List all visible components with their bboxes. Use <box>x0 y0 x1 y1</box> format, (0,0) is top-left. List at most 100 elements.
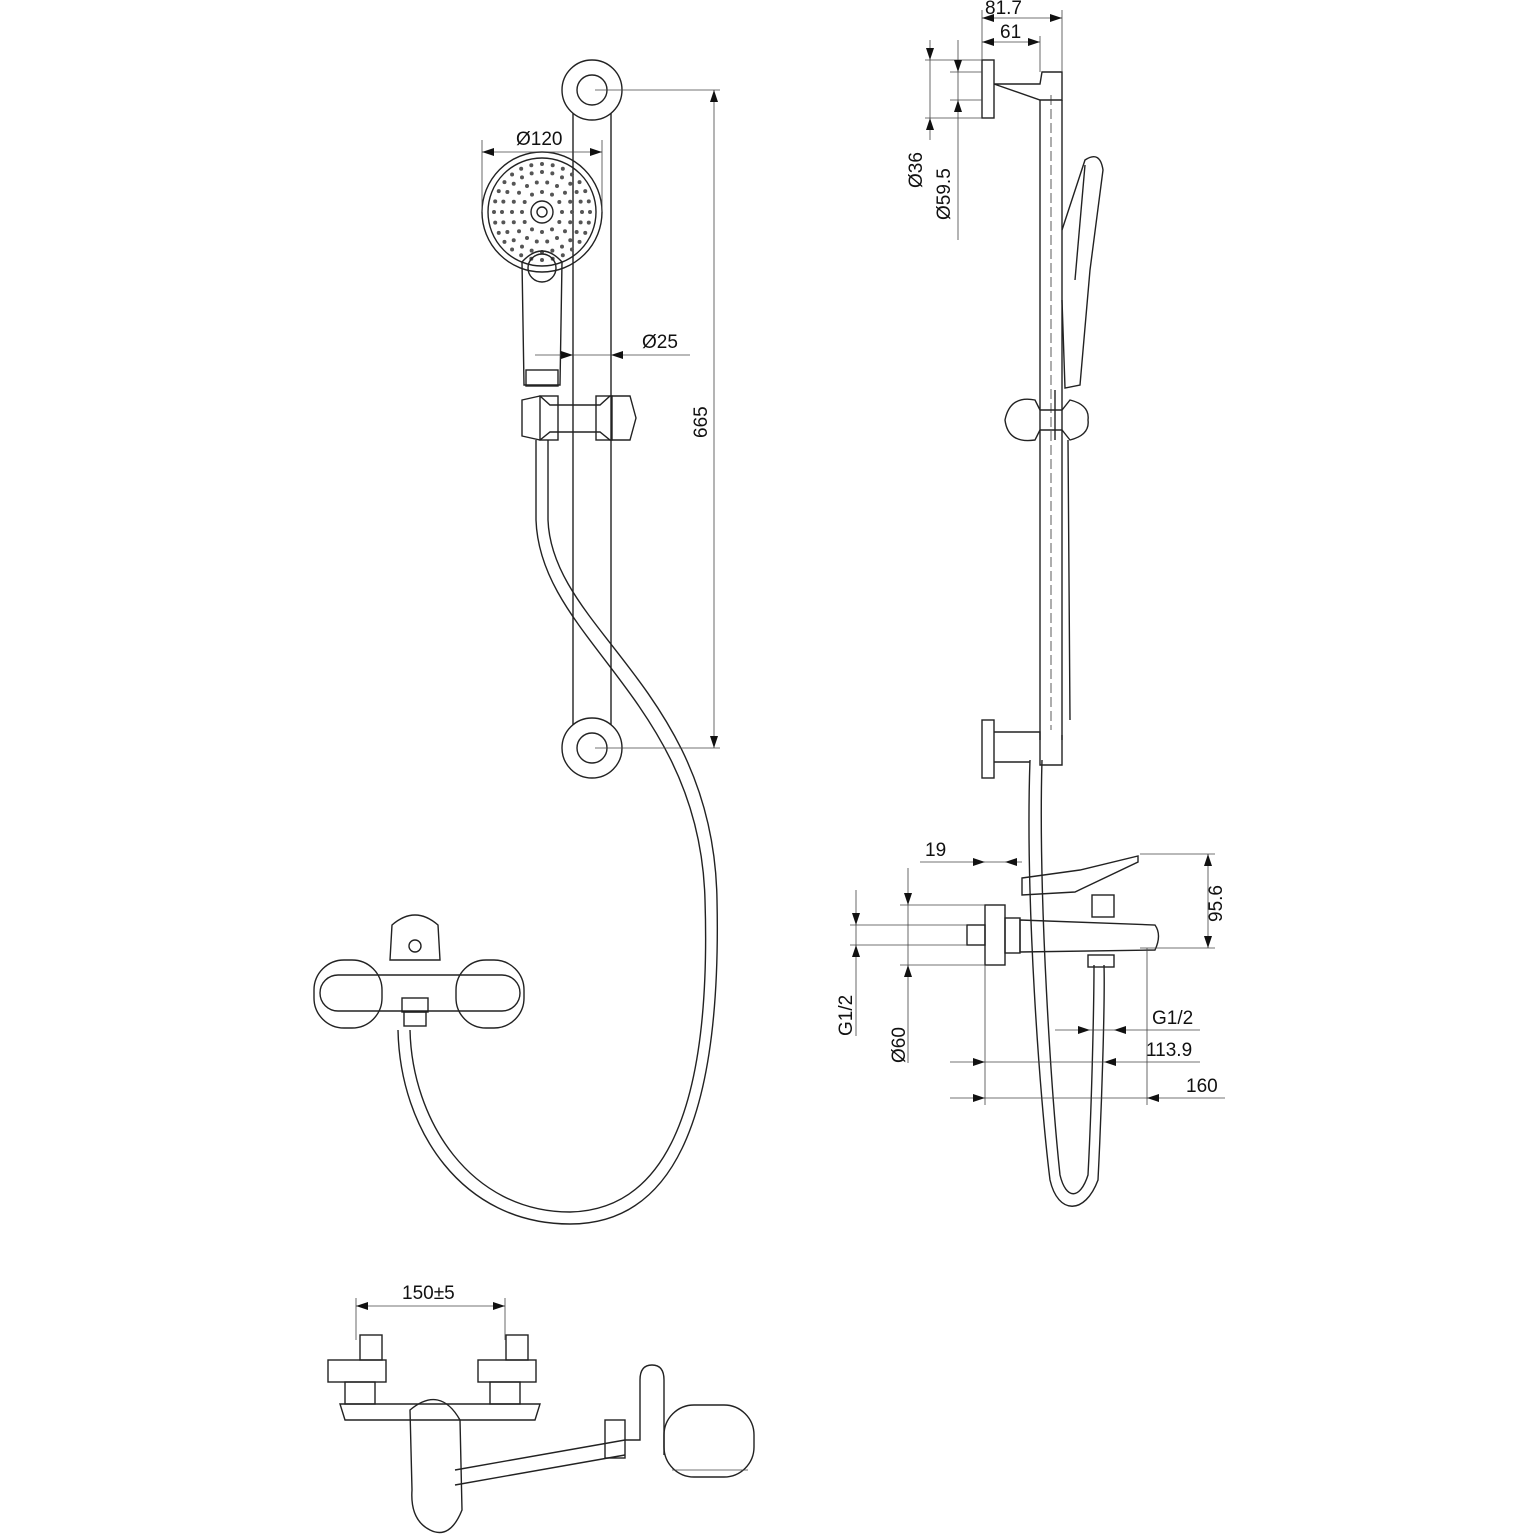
nozzle-dot <box>550 248 555 253</box>
inlet-spacing-label: 150±5 <box>402 1283 455 1304</box>
dimension-mixer-height: 95.6 <box>1140 853 1227 949</box>
nozzle-dot <box>493 220 498 225</box>
nozzle-dot <box>574 190 579 194</box>
nozzle-dot <box>502 239 507 244</box>
bracket-diameter-59-5-label: Ø59.5 <box>934 168 955 220</box>
nozzle-dot <box>550 227 554 232</box>
nozzle-dot <box>557 200 562 204</box>
nozzle-dot <box>502 180 507 185</box>
slider <box>521 395 637 441</box>
nozzle-dot <box>586 220 591 225</box>
nozzle-dot <box>530 192 534 197</box>
nozzle-dot <box>557 220 562 224</box>
nozzle-dot <box>586 199 591 204</box>
nozzle-dot <box>574 230 579 234</box>
nozzle-dot <box>529 171 534 176</box>
side-mixer <box>966 855 1160 968</box>
spout-projection-label: 160 <box>1186 1076 1218 1097</box>
dimension-rail-length: 665 <box>595 89 720 749</box>
outlet-projection-label: 113.9 <box>1146 1040 1192 1061</box>
nozzle-dot <box>534 239 539 244</box>
dimension-wall-gap: 19 <box>920 840 1022 866</box>
dimension-rail-diameter: Ø25 <box>535 332 690 359</box>
side-rail <box>981 59 1063 779</box>
top-mixer <box>327 1334 755 1534</box>
nozzle-dot <box>511 181 516 186</box>
nozzle-dot <box>560 253 565 258</box>
nozzle-dot <box>511 199 516 204</box>
nozzle-dot <box>560 210 564 214</box>
nozzle-dot <box>496 189 501 194</box>
nozzle-dot <box>577 239 582 244</box>
nozzle-dot <box>560 166 565 171</box>
nozzle-dot <box>540 162 544 166</box>
nozzle-dot <box>492 210 496 214</box>
escutcheon-diameter-label: Ø60 <box>889 1027 910 1063</box>
dimension-escutcheon-diameter: Ø60 <box>889 868 985 1063</box>
nozzle-dot <box>583 189 588 194</box>
nozzle-dot <box>500 210 504 214</box>
nozzle-dot <box>519 253 524 258</box>
nozzle-dot <box>520 244 524 249</box>
nozzle-dot <box>588 210 592 214</box>
nozzle-dot <box>569 247 574 252</box>
nozzle-dot <box>560 175 564 180</box>
inlet-thread-label: G1/2 <box>836 995 857 1036</box>
head-diameter-label: Ø120 <box>516 129 562 150</box>
shower-rail <box>561 59 623 779</box>
side-hand-shower <box>1061 156 1104 389</box>
nozzle-dot <box>570 210 574 214</box>
nozzle-dot <box>555 184 559 189</box>
nozzle-dot <box>577 180 582 185</box>
nozzle-dot <box>562 190 567 195</box>
nozzle-dot <box>501 199 506 204</box>
nozzle-dot <box>517 229 522 234</box>
mixer-front <box>313 914 525 1029</box>
side-hose <box>1028 390 1105 1207</box>
nozzle-dot <box>540 230 544 234</box>
nozzle-dot <box>505 190 510 194</box>
offset-81-7-label: 81.7 <box>985 0 1022 19</box>
nozzle-dot <box>496 230 501 235</box>
nozzle-dot <box>562 229 567 234</box>
shower-hose <box>397 440 719 1225</box>
rail-length-label: 665 <box>691 406 712 438</box>
nozzle-dot <box>520 175 524 180</box>
dimension-outlet: G1/2 113.9 160 <box>950 948 1225 1105</box>
nozzle-dot <box>550 163 555 168</box>
offset-61-label: 61 <box>1000 22 1021 43</box>
nozzle-dot <box>569 172 574 177</box>
dimension-inlet-spacing: 150±5 <box>355 1283 506 1340</box>
nozzle-dot <box>578 199 583 204</box>
outlet-thread-label: G1/2 <box>1152 1008 1193 1029</box>
dimension-head-diameter: Ø120 <box>481 129 603 212</box>
side-slider <box>1004 398 1089 442</box>
dimension-inlet-thread: G1/2 <box>836 890 967 1036</box>
nozzle-dot <box>545 239 550 244</box>
nozzle-dot <box>505 230 510 234</box>
side-view: 81.7 61 Ø36 Ø59.5 19 95.6 <box>836 0 1227 1207</box>
nozzle-dot <box>517 190 522 195</box>
nozzle-dot <box>519 166 524 171</box>
nozzle-dot <box>530 227 534 232</box>
nozzle-dot <box>583 230 588 235</box>
nozzle-dot <box>550 171 555 176</box>
nozzle-dot <box>529 163 534 168</box>
nozzle-dot <box>568 220 573 225</box>
nozzle-dot <box>511 238 516 243</box>
nozzle-dot <box>510 172 515 177</box>
nozzle-dot <box>568 181 573 186</box>
nozzle-dot <box>522 220 527 224</box>
top-view: 150±5 <box>327 1283 755 1534</box>
nozzle-dot <box>501 220 506 225</box>
nozzle-dot <box>580 210 584 214</box>
nozzle-dot <box>578 220 583 225</box>
nozzle-dot <box>522 200 527 204</box>
nozzle-dot <box>525 184 529 189</box>
nozzle-dot <box>510 247 515 252</box>
nozzle-dot <box>510 210 514 214</box>
front-view: Ø120 Ø25 665 <box>313 59 720 1225</box>
nozzle-dot <box>540 170 544 174</box>
